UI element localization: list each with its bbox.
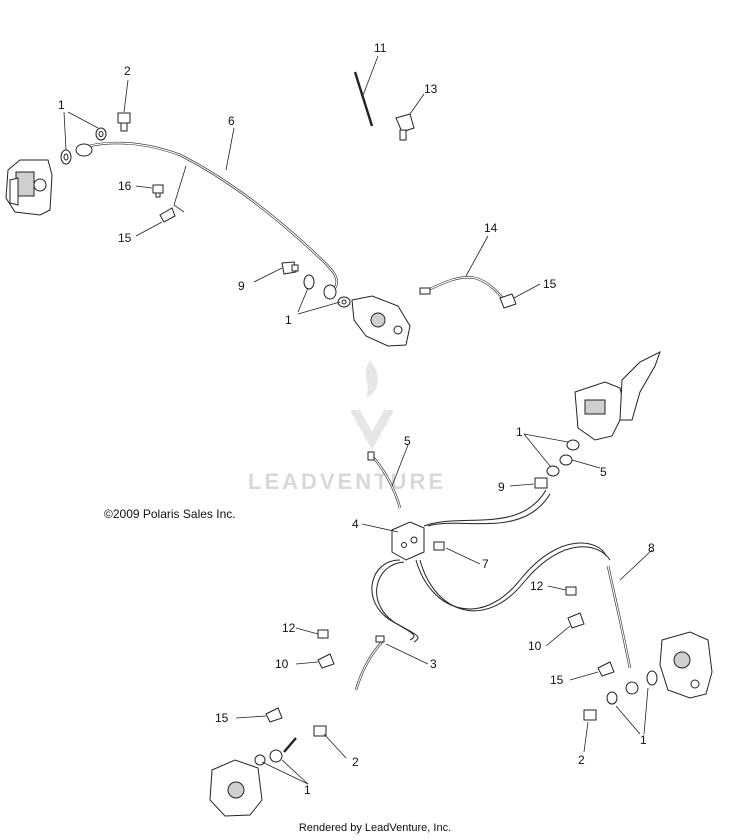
- hose-paths: [371, 489, 611, 643]
- master-cylinder: [574, 350, 661, 441]
- callout-2: 2: [124, 64, 131, 78]
- callout-4: 4: [352, 517, 359, 531]
- clip-15d: [265, 707, 283, 723]
- banjo-bolt-2b: [313, 725, 327, 737]
- clamp-12b: [565, 586, 577, 596]
- callout-2: 2: [578, 753, 585, 767]
- callout-2: 2: [352, 755, 359, 769]
- callout-9: 9: [498, 480, 505, 494]
- callouts: 2 1 6 16 15 9 1 11 13 14 15 1 5 9 5 4 7 …: [58, 41, 655, 797]
- washer-right-2: [606, 691, 618, 705]
- callout-1: 1: [640, 733, 647, 747]
- banjo-bolt-9b: [534, 477, 548, 489]
- callout-5: 5: [600, 465, 607, 479]
- callout-15: 15: [215, 711, 229, 725]
- banjo-bolt-9a: [281, 261, 299, 275]
- fitting-right: [625, 681, 639, 695]
- washer-1a: [60, 149, 72, 165]
- clip-10b: [567, 612, 585, 629]
- watermark-text: LEADVENTURE: [248, 469, 446, 494]
- callout-1: 1: [304, 783, 311, 797]
- clip-15c: [597, 661, 615, 677]
- right-front-caliper: [659, 631, 713, 699]
- callout-12: 12: [530, 579, 544, 593]
- pin-11: [353, 71, 374, 127]
- callout-1: 1: [58, 98, 65, 112]
- callout-10: 10: [275, 657, 289, 671]
- fitting-5b: [559, 454, 573, 466]
- washer-1f: [546, 465, 560, 477]
- brake-line-6: [75, 141, 339, 300]
- clamp-16: [152, 184, 164, 198]
- fitting-7: [433, 541, 445, 551]
- callout-8: 8: [648, 541, 655, 555]
- callout-11: 11: [374, 41, 387, 55]
- callout-12: 12: [282, 621, 296, 635]
- callout-16: 16: [118, 179, 132, 193]
- copyright-notice: ©2009 Polaris Sales Inc.: [104, 507, 236, 521]
- brake-line-3: [354, 635, 385, 691]
- washer-right-1: [646, 670, 658, 686]
- washer-1b: [95, 127, 107, 141]
- brake-line-14: [419, 276, 507, 303]
- footer-credit: Rendered by LeadVenture, Inc.: [298, 822, 452, 834]
- clip-10a: [317, 653, 335, 669]
- brake-line-5a: [367, 451, 402, 509]
- clip-15a: [159, 207, 176, 223]
- callout-15: 15: [118, 231, 132, 245]
- callout-1: 1: [285, 313, 292, 327]
- fitting-13: [395, 113, 415, 141]
- leadventure-watermark: LEADVENTURE: [248, 360, 446, 494]
- washer-1e: [566, 439, 580, 451]
- callout-5: 5: [404, 434, 411, 448]
- callout-6: 6: [228, 114, 235, 128]
- washer-bottom: [254, 754, 266, 766]
- washer-1d: [303, 274, 315, 290]
- callout-1: 1: [516, 425, 523, 439]
- clip-15b: [499, 293, 517, 309]
- clamp-12a: [317, 629, 329, 639]
- callout-3: 3: [430, 657, 437, 671]
- leader-lines: [63, 55, 653, 785]
- callout-7: 7: [482, 557, 489, 571]
- junction-block-4: [391, 521, 425, 561]
- banjo-bolt-2c: [583, 709, 597, 721]
- washer-1c: [337, 296, 351, 308]
- callout-15: 15: [543, 277, 557, 291]
- left-rear-caliper: [5, 159, 53, 216]
- banjo-bolt-2a: [117, 112, 131, 132]
- callout-9: 9: [238, 279, 245, 293]
- callout-13: 13: [424, 82, 438, 96]
- callout-14: 14: [484, 221, 498, 235]
- callout-15: 15: [550, 673, 564, 687]
- callout-10: 10: [528, 639, 542, 653]
- left-front-caliper: [209, 759, 263, 817]
- fitting-bottom: [269, 737, 297, 763]
- front-center-caliper: [351, 295, 411, 347]
- brake-line-8: [606, 565, 632, 669]
